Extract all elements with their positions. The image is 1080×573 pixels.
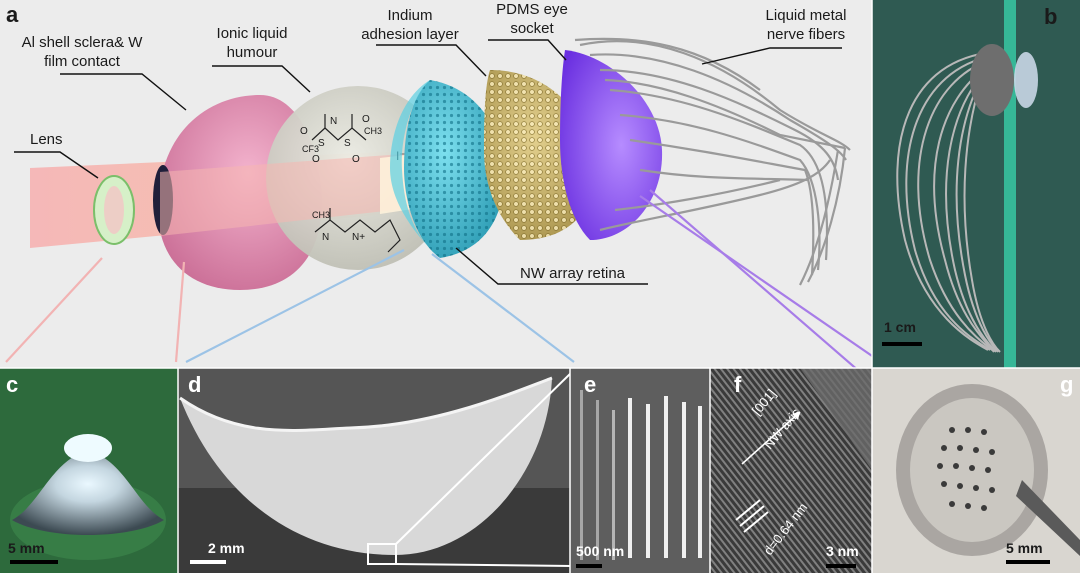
socket-holes xyxy=(937,427,995,511)
label-sclera-line2: film contact xyxy=(44,53,121,70)
panel-letter-f: f xyxy=(734,372,742,397)
label-humour-line2: humour xyxy=(227,44,278,61)
molecule-cf3: CF3 xyxy=(302,144,319,154)
scale-bar-f xyxy=(826,564,856,568)
lens-element xyxy=(93,175,135,245)
scale-label-d: 2 mm xyxy=(208,540,245,556)
scale-label-e: 500 nm xyxy=(576,543,624,559)
label-socket-line1: PDMS eye xyxy=(496,1,568,18)
molecule-n: N xyxy=(330,116,337,127)
liquid-metal-nerve-fibers xyxy=(574,37,851,286)
nanowires xyxy=(580,390,702,560)
indium-retina-hemisphere xyxy=(390,80,505,258)
beam-overlay xyxy=(160,152,430,236)
scale-label-c: 5 mm xyxy=(8,540,45,556)
leader-lines xyxy=(14,39,842,285)
panel-c: c 5 mm xyxy=(0,368,178,573)
scale-bar-c xyxy=(10,560,58,564)
panel-letter-e: e xyxy=(584,372,596,397)
purple-retina-backing xyxy=(560,50,663,240)
panel-connectors xyxy=(5,189,905,399)
label-humour-line1: Ionic liquid xyxy=(217,25,288,42)
label-retina: NW array retina xyxy=(520,265,626,282)
ionic-liquid-molecule xyxy=(311,114,401,253)
molecule-o2: O xyxy=(312,154,320,165)
molecule-o4: O xyxy=(352,154,360,165)
panel-b: b 1 cm xyxy=(872,0,1080,368)
panel-letter-g: g xyxy=(1060,372,1073,397)
scale-bar-e xyxy=(576,564,602,568)
scale-label-f: 3 nm xyxy=(826,543,859,559)
fiber-bundle xyxy=(896,51,1001,353)
panel-a-labels: a Lens Al shell sclera& W film contact I… xyxy=(6,1,846,282)
panel-letter-c: c xyxy=(6,372,18,397)
molecule-s2: S xyxy=(344,138,351,149)
molecule-ch3: CH3 xyxy=(364,126,382,136)
label-sclera-line1: Al shell sclera& W xyxy=(22,34,144,51)
panel-letter-a: a xyxy=(6,2,19,27)
spacing-marker xyxy=(735,499,769,533)
molecule-o3: O xyxy=(362,114,370,125)
label-indium-line2: adhesion layer xyxy=(361,26,459,43)
panel-letter-d: d xyxy=(188,372,201,397)
panel-d: d 2 mm xyxy=(178,368,573,573)
molecule-n1: N xyxy=(322,232,329,243)
scale-bar-b xyxy=(882,342,922,346)
hemisphere-sem xyxy=(180,378,552,555)
tweezers xyxy=(1016,480,1080,556)
panel-e: e 500 nm xyxy=(570,368,710,573)
label-indium-line1: Indium xyxy=(387,7,432,24)
label-nerve-line1: Liquid metal xyxy=(766,7,847,24)
label-nerve-line2: nerve fibers xyxy=(767,26,845,43)
panel-g: g 5 mm xyxy=(872,368,1080,573)
scale-label-g: 5 mm xyxy=(1006,540,1043,556)
molecule-ch3b: CH3 xyxy=(312,210,330,220)
molecule-s1: S xyxy=(318,138,325,149)
label-lens: Lens xyxy=(30,131,63,148)
molecule-o1: O xyxy=(300,126,308,137)
device-dome xyxy=(12,450,164,535)
scale-label-b: 1 cm xyxy=(884,319,916,335)
panel-a: S N S O O O O CF3 CH3 I⁻ CH3 N N+ xyxy=(0,0,905,399)
panel-letter-b: b xyxy=(1044,4,1057,29)
device-lens xyxy=(1014,52,1038,108)
scale-bar-g xyxy=(1006,560,1050,564)
scale-bar-d xyxy=(190,560,226,564)
device-shell xyxy=(970,44,1014,116)
panel-f: [001] NW axis d=0.64 nm f 3 nm xyxy=(710,368,872,573)
zoom-box xyxy=(367,543,397,565)
device-glow xyxy=(64,434,112,462)
label-socket-line2: socket xyxy=(510,20,554,37)
molecule-n2: N+ xyxy=(352,232,365,243)
